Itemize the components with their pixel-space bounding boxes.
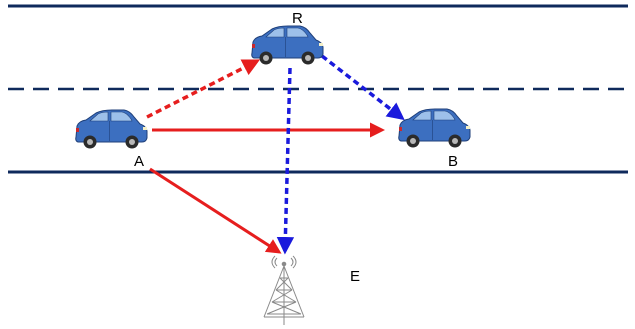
car-icon-a xyxy=(75,109,148,149)
link-R-E-relay xyxy=(276,67,295,255)
label-node-e: E xyxy=(350,268,360,285)
label-node-a: A xyxy=(134,153,144,170)
link-R-B-relay xyxy=(320,54,405,121)
car-icon-b xyxy=(398,108,471,148)
cell-tower-icon xyxy=(263,255,305,325)
car-icon-r xyxy=(251,25,324,65)
link-A-R-relay xyxy=(146,59,261,119)
label-node-r: R xyxy=(292,10,303,27)
link-A-E-direct xyxy=(149,167,282,254)
label-node-b: B xyxy=(448,153,458,170)
